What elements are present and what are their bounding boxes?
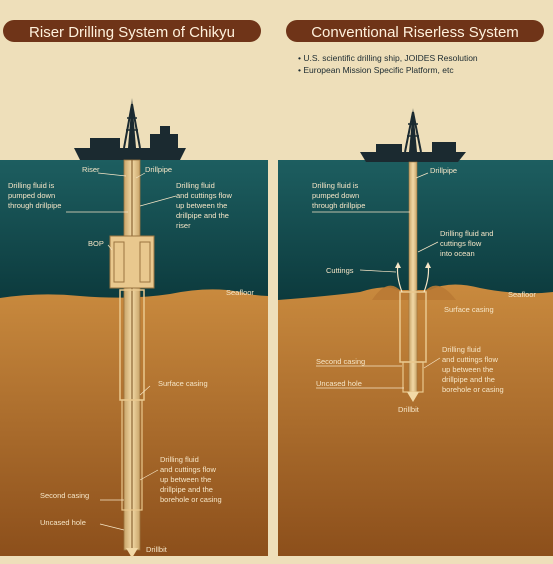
left-label-fluid-up-casing-5: borehole or casing [160,495,222,504]
right-drillpipe [408,161,418,395]
left-label-fluid-up-5: riser [176,221,191,230]
left-label-second-casing: Second casing [40,491,89,500]
left-label-uncased-hole: Uncased hole [40,518,86,527]
left-label-fluid-up-casing-1: Drilling fluid [160,455,199,464]
left-panel: Riser Drilling System of Chikyu [0,20,268,558]
right-label-fluid-ocean-2: cuttings flow [440,239,482,248]
left-title: Riser Drilling System of Chikyu [29,24,235,41]
left-label-fluid-down-3: through drillpipe [8,201,61,210]
left-title-pill [3,20,261,42]
right-label-fluid-down-3: through drillpipe [312,201,365,210]
left-label-riser: Riser [82,165,100,174]
left-label-fluid-up-4: drillpipe and the [176,211,229,220]
right-label-fluid-down-1: Drilling fluid is [312,181,359,190]
right-bullet-2: • European Mission Specific Platform, et… [298,65,454,75]
right-label-fluid-ocean-3: into ocean [440,249,475,258]
right-label-fluid-up-casing-1: Drilling fluid [442,345,481,354]
left-label-fluid-up-casing-4: drillpipe and the [160,485,213,494]
right-bullet-1: • U.S. scientific drilling ship, JOIDES … [298,53,478,63]
right-label-fluid-ocean-1: Drilling fluid and [440,229,493,238]
left-label-bop: BOP [88,239,104,248]
right-label-cuttings: Cuttings [326,266,354,275]
left-drillbit-icon [126,548,138,558]
left-label-surface-casing: Surface casing [158,379,208,388]
right-panel: Conventional Riserless System • U.S. sci… [278,20,553,556]
left-label-fluid-down-1: Drilling fluid is [8,181,55,190]
right-drillbit-icon [407,392,419,402]
left-label-fluid-down-2: pumped down [8,191,55,200]
left-label-fluid-up-casing-2: and cuttings flow [160,465,216,474]
left-label-drillbit: Drillbit [146,545,168,554]
left-label-fluid-up-2: and cuttings flow [176,191,232,200]
right-label-drillbit: Drillbit [398,405,420,414]
right-label-drillpipe: Drillpipe [430,166,457,175]
left-label-fluid-up-casing-3: up between the [160,475,211,484]
right-label-fluid-down-2: pumped down [312,191,359,200]
right-label-uncased-hole: Uncased hole [316,379,362,388]
right-sediment [278,284,553,556]
right-label-fluid-up-casing-5: borehole or casing [442,385,504,394]
panel-divider [268,160,278,556]
right-label-surface-casing: Surface casing [444,305,494,314]
right-label-fluid-up-casing-2: and cuttings flow [442,355,498,364]
right-ship-icon [360,108,466,162]
left-second-casing [121,399,143,511]
right-label-fluid-up-casing-3: up between the [442,365,493,374]
left-label-fluid-up-1: Drilling fluid [176,181,215,190]
left-label-drillpipe: Drillpipe [145,165,172,174]
left-ship-icon [74,98,186,160]
left-label-fluid-up-3: up between the [176,201,227,210]
right-title-pill [286,20,544,42]
right-label-fluid-up-casing-4: drillpipe and the [442,375,495,384]
left-label-seafloor: Seafloor [226,288,254,297]
right-label-seafloor: Seafloor [508,290,536,299]
right-label-second-casing: Second casing [316,357,365,366]
right-title: Conventional Riserless System [311,24,519,41]
left-bop [109,235,155,289]
